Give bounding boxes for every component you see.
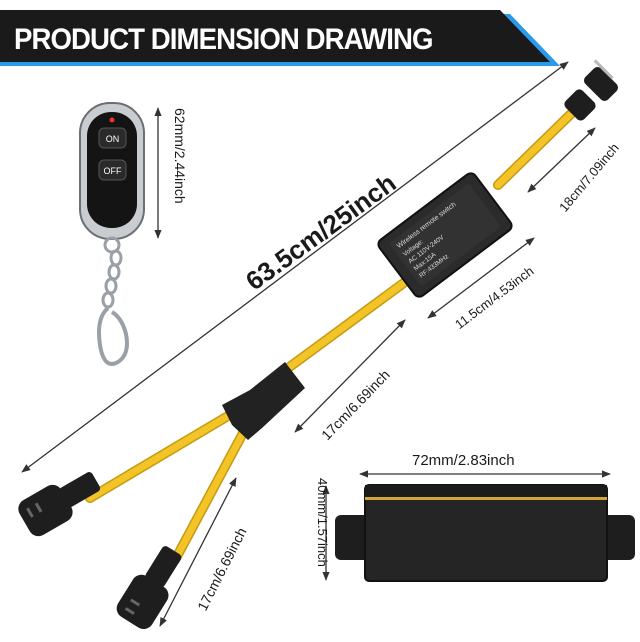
- box-width-label: 72mm/2.83inch: [412, 452, 515, 469]
- remote-height-label: 62mm/2.44inch: [172, 108, 188, 204]
- female-outlet-left: [18, 472, 101, 537]
- banner-shape: [0, 10, 560, 66]
- y-splitter: [222, 362, 305, 440]
- page-title: PRODUCT DIMENSION DRAWING: [14, 23, 434, 56]
- title-banner: PRODUCT DIMENSION DRAWING: [0, 10, 640, 70]
- remote-control: ON OFF: [79, 102, 145, 366]
- switch-box-side-view: [335, 484, 635, 582]
- remote-led: [109, 117, 115, 123]
- keychain: [97, 249, 129, 366]
- off-button-label: OFF: [104, 166, 122, 176]
- on-button-label: ON: [106, 134, 120, 144]
- box-height-label: 40mm/1.57inch: [315, 478, 330, 567]
- dimension-lines: [21, 61, 611, 627]
- male-plug: [564, 59, 619, 121]
